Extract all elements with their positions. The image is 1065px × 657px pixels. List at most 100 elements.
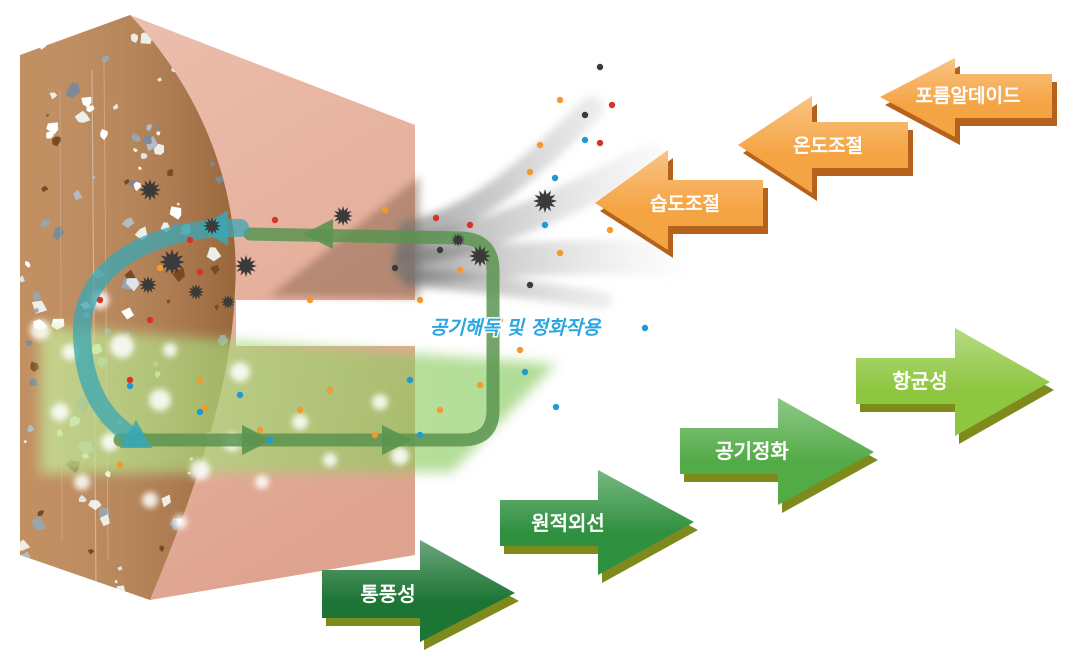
particle-dot [552,403,560,411]
stone-speckle [157,77,163,82]
stone-speckle [173,268,185,283]
stone-speckle [20,539,31,552]
emit-arrow-antibacterial: 항균성 [856,328,1054,444]
stone-speckle [169,206,182,220]
loop-arrowhead-right [382,425,412,455]
stone-speckle [32,291,42,301]
arrow-shine [880,58,1052,137]
particle-dot [256,426,264,434]
particle-dot [526,281,534,289]
stone-speckle [210,264,220,275]
stone-speckle [66,82,80,98]
stone-speckle [161,494,171,508]
particle-dot [541,221,549,229]
arrow-label: 포름알데이드 [916,85,1021,107]
stone-speckle [52,136,62,147]
stone-speckle [73,189,83,201]
stone-speckle [166,299,171,304]
loop-green-path [113,227,500,447]
arrow-shine [500,470,694,575]
particle-dot [521,368,529,376]
arrow-shine [680,398,874,505]
sparkle [51,403,69,421]
stone-speckle [156,131,161,136]
particle-dots [96,63,649,469]
particle-dot [126,382,134,390]
stone-speckle [138,166,142,170]
stone-speckle [121,217,135,228]
particle-dot [236,391,244,399]
particle-dot [96,296,104,304]
virus-particle [451,233,465,247]
loop-arrowhead-right [242,425,272,455]
arrow-label: 항균성 [892,369,947,393]
particle-dot [536,141,544,149]
virus-particle [333,206,353,226]
stone-speckle [214,304,219,311]
stone-speckle [87,549,95,555]
stone-speckle [131,133,141,143]
smoke-streak [395,143,667,265]
particle-dot [436,406,444,414]
smoke-streak [401,269,613,309]
absorb-arrow-humidity: 습도조절 [595,150,768,258]
loop-teal-arrowhead-down [120,420,152,448]
particle-dot [596,63,604,71]
virus-particles [139,179,557,309]
arrow-label: 원적외선 [531,511,605,535]
smoke-streaks [393,96,707,309]
stone-speckle [214,176,226,184]
stone-speckle [123,178,130,186]
virus-particle [221,295,235,309]
smoke-streak [398,96,604,244]
stone-speckle [100,55,110,63]
particle-dot [596,139,604,147]
stone-speckle [133,148,138,153]
virus-particle [203,217,221,235]
stone-speckle [46,122,59,135]
particle-dot [406,376,414,384]
particle-dot [608,101,616,109]
sparkle [323,453,337,467]
particle-dot [466,221,474,229]
stone-speckle [40,219,51,228]
emit-arrow-far-infrared: 원적외선 [500,470,698,583]
particle-dot [391,264,399,272]
stone-speckle [23,440,27,444]
particle-dot [556,249,564,257]
stone-speckle [121,307,134,320]
sparkle [190,460,210,480]
particle-dot [436,246,444,254]
stone-speckle [99,506,110,521]
loop-teal-path [72,218,249,447]
emit-arrow-air-purification: 공기정화 [680,398,878,513]
emit-arrow-ventilation: 통풍성 [322,540,519,650]
particle-dot [456,266,464,274]
stone-speckle [29,378,39,386]
stone-speckle [92,176,96,180]
particle-dot [306,296,314,304]
stone-speckle [74,110,91,123]
particle-dot [516,346,524,354]
virus-particle [159,249,185,275]
particle-dot [196,268,204,276]
particle-dot [186,236,194,244]
particle-dot [581,136,589,144]
particle-dot [116,461,124,469]
stone-speckle [153,143,165,155]
stone-speckle [145,124,152,132]
particle-dot [416,296,424,304]
stone-speckle [133,181,142,192]
virus-particle [235,255,257,277]
stone-speckle [88,500,102,511]
sparkle [173,515,187,529]
virus-particle [533,189,557,213]
arrow-label: 온도조절 [793,135,863,157]
particle-dot [606,226,614,234]
virus-particle [469,245,491,267]
particle-dot [551,174,559,182]
virus-particle [139,276,157,294]
stone-speckle [31,515,46,531]
stone-speckle [100,128,108,141]
stone-speckle [155,125,161,130]
